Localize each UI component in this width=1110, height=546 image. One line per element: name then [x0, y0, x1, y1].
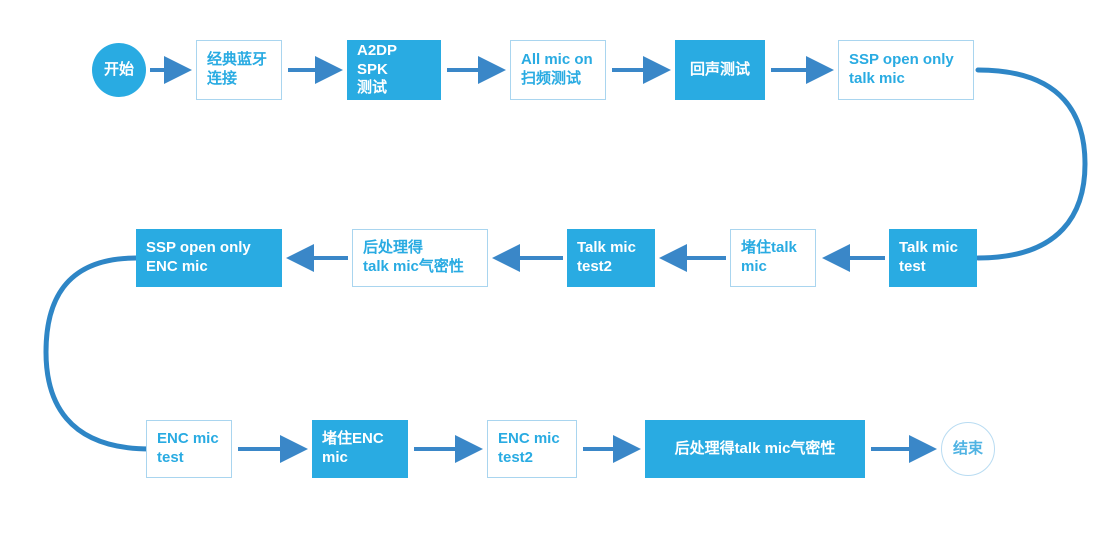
node-ssp-open-only-enc-mic-label: SSP open only ENC mic: [146, 239, 251, 275]
node-end-label: 结束: [952, 439, 983, 457]
node-ssp-open-only-enc-mic[interactable]: SSP open only ENC mic: [136, 229, 282, 287]
node-block-talk-mic-label: 堵住talk mic: [741, 239, 797, 275]
edge-curve-right-wrap: [975, 67, 1088, 261]
node-bt-connect-label: 经典蓝牙 连接: [207, 51, 268, 87]
node-talk-mic-test-label: Talk mic test: [899, 239, 958, 275]
node-post-process-talk-mic-airtightness[interactable]: 后处理得 talk mic气密性: [352, 229, 488, 287]
node-start[interactable]: 开始: [92, 43, 146, 97]
node-enc-mic-test[interactable]: ENC mic test: [146, 420, 232, 478]
node-all-mic-on-sweep-label: All mic on 扫频测试: [521, 51, 593, 87]
node-enc-mic-test2-label: ENC mic test2: [498, 430, 560, 466]
node-talk-mic-test2-label: Talk mic test2: [577, 239, 636, 275]
node-post-process-talk-mic-airtightness-2[interactable]: 后处理得talk mic气密性: [645, 420, 865, 478]
node-block-talk-mic[interactable]: 堵住talk mic: [730, 229, 816, 287]
edge-curve-left-wrap: [43, 255, 153, 452]
node-start-label: 开始: [103, 60, 134, 78]
node-ssp-open-only-talk-mic[interactable]: SSP open only talk mic: [838, 40, 974, 100]
node-post-process-talk-mic-airtightness-2-label: 后处理得talk mic气密性: [674, 439, 836, 457]
node-enc-mic-test2[interactable]: ENC mic test2: [487, 420, 577, 478]
node-echo-test[interactable]: 回声测试: [675, 40, 765, 100]
node-echo-test-label: 回声测试: [689, 60, 750, 78]
node-talk-mic-test[interactable]: Talk mic test: [889, 229, 977, 287]
node-ssp-open-only-talk-mic-label: SSP open only talk mic: [849, 51, 954, 87]
node-a2dp-spk-test[interactable]: A2DP SPK 测试: [347, 40, 441, 100]
node-enc-mic-test-label: ENC mic test: [157, 430, 219, 466]
node-post-process-talk-mic-airtightness-label: 后处理得 talk mic气密性: [363, 239, 464, 275]
node-a2dp-spk-test-label: A2DP SPK 测试: [357, 41, 397, 97]
node-talk-mic-test2[interactable]: Talk mic test2: [567, 229, 655, 287]
node-all-mic-on-sweep[interactable]: All mic on 扫频测试: [510, 40, 606, 100]
node-block-enc-mic-label: 堵住ENC mic: [322, 430, 384, 466]
node-block-enc-mic[interactable]: 堵住ENC mic: [312, 420, 408, 478]
node-end[interactable]: 结束: [941, 422, 995, 476]
node-bt-connect[interactable]: 经典蓝牙 连接: [196, 40, 282, 100]
